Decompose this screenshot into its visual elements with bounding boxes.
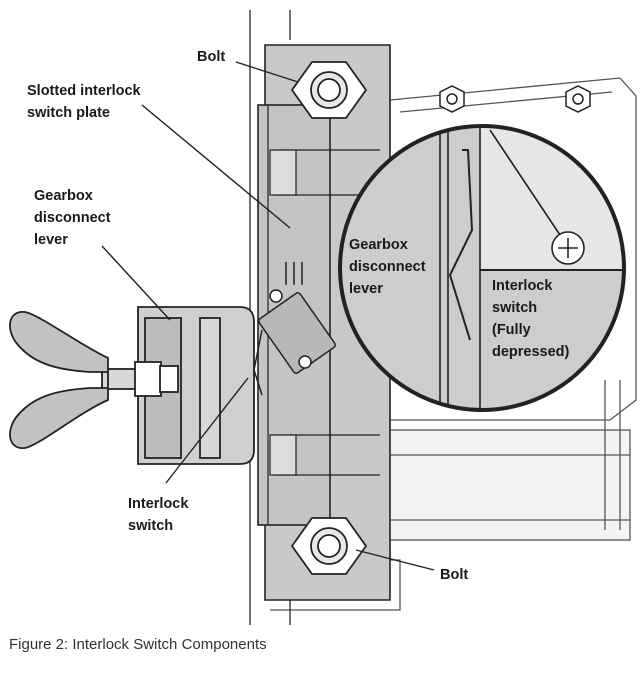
gearbox-disconnect-lever [9, 306, 255, 465]
bolt-top-icon [290, 61, 368, 119]
label-gearbox-lever: Gearbox disconnect lever [34, 188, 115, 248]
bolt-bottom-icon [290, 517, 368, 575]
gearbox-bolt-right [565, 85, 591, 113]
label-slotted-plate: Slotted interlock switch plate [27, 83, 145, 121]
label-bolt-top: Bolt [197, 49, 225, 65]
label-gearbox-lever-inset: Gearbox disconnect lever [349, 237, 430, 297]
label-interlock-switch: Interlock switch [128, 496, 192, 534]
interlock-switch-icon [253, 262, 336, 396]
label-interlock-switch-inset: Interlock switch (Fully depressed) [492, 278, 570, 360]
label-bolt-bottom: Bolt [440, 567, 468, 583]
labels: Bolt Slotted interlock switch plate Gear… [27, 49, 570, 583]
inset-screw-icon [551, 231, 585, 265]
figure-caption: Figure 2: Interlock Switch Components [9, 636, 267, 653]
plate-edges [267, 105, 380, 525]
leader-lines [101, 61, 435, 571]
gearbox-bolt-left [439, 85, 465, 113]
